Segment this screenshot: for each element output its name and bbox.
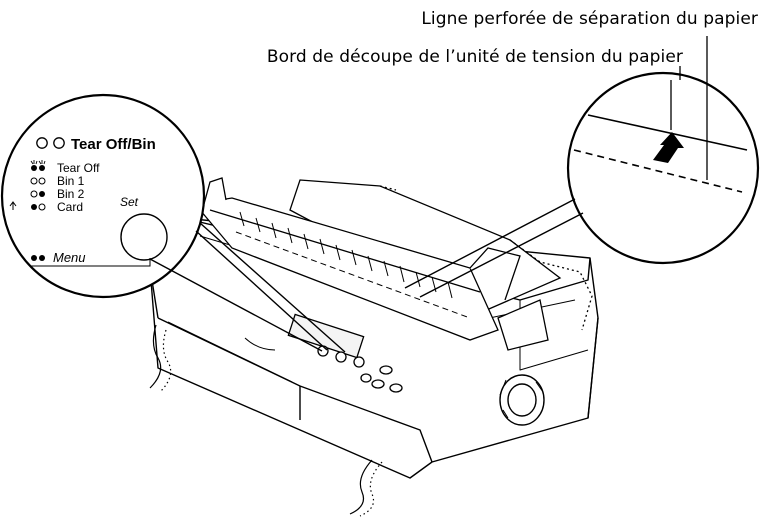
paper-tension-unit bbox=[193, 177, 549, 351]
menu-label: Menu bbox=[53, 250, 86, 265]
set-label: Set bbox=[120, 195, 139, 209]
tension-edge-callout: Bord de découpe de l’unité de tension du… bbox=[266, 47, 683, 67]
indicator-bin-2 bbox=[30, 190, 45, 198]
arrow-up-icon bbox=[653, 132, 684, 163]
continuous-paper bbox=[149, 324, 383, 517]
callout-pointers bbox=[679, 36, 708, 80]
platen-knob bbox=[499, 374, 545, 426]
detail-leader-lines bbox=[404, 198, 584, 298]
option-tear-off: Tear Off bbox=[57, 161, 100, 175]
set-button bbox=[120, 213, 168, 261]
perforation-callout: Ligne perforée de séparation du papier bbox=[421, 9, 758, 29]
indicator-tear-off bbox=[30, 160, 46, 171]
tension-cut-edge bbox=[587, 114, 748, 151]
option-bin-2: Bin 2 bbox=[57, 187, 85, 201]
cut-edge-magnifier bbox=[566, 40, 760, 265]
perforation-line bbox=[573, 149, 743, 193]
indicator-card bbox=[31, 203, 46, 211]
arrow-up-icon bbox=[9, 201, 17, 210]
panel-title: Tear Off/Bin bbox=[71, 136, 156, 153]
option-card: Card bbox=[57, 200, 83, 214]
indicator-bin-1 bbox=[30, 177, 46, 185]
light-icon bbox=[36, 137, 48, 149]
panel-leader-lines bbox=[149, 222, 346, 353]
panel-magnifier: Tear Off/Bin Tear Off Bin 1 Bin 2 Card S… bbox=[0, 93, 206, 299]
light-icon bbox=[53, 137, 65, 149]
option-bin-1: Bin 1 bbox=[57, 174, 85, 188]
